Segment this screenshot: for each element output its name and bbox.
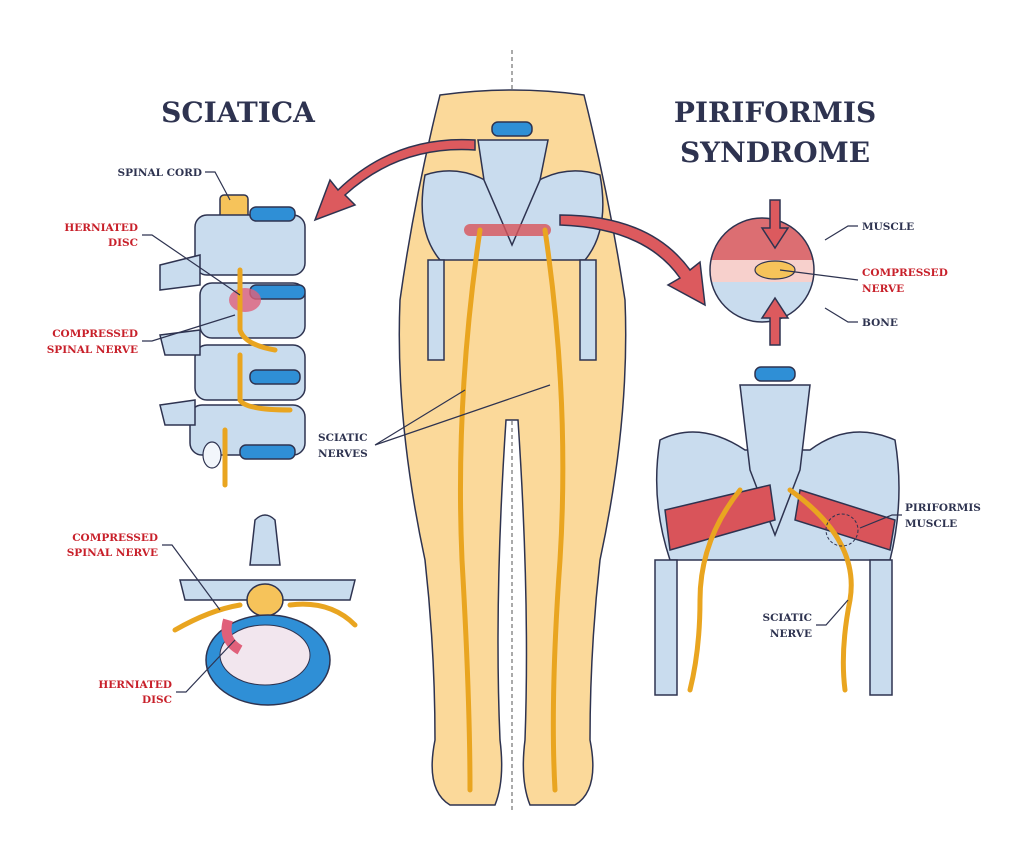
right-sciatic-nerve: [542, 227, 566, 793]
vertebra-top-view: [172, 514, 358, 706]
label-sciatic-nerves-a: SCIATIC: [318, 432, 368, 444]
label-piriformis-muscle-b: MUSCLE: [905, 518, 957, 530]
label-compressed-nerve-a: COMPRESSED: [862, 267, 948, 279]
lumbar-disc: [491, 121, 533, 137]
label-herniated-disc-1b: DISC: [108, 237, 138, 249]
left-sciatic-nerve: [457, 227, 483, 793]
sciatica-title: SCIATICA: [161, 96, 316, 129]
left-femur: [427, 259, 445, 361]
piriformis-title-line2: SYNDROME: [680, 136, 870, 169]
label-piriformis-muscle-a: PIRIFORMIS: [905, 502, 981, 514]
label-compressed-nerve-2b: SPINAL NERVE: [67, 547, 158, 559]
arrow-to-sciatica: [313, 138, 476, 222]
label-spinal-cord: SPINAL CORD: [117, 167, 202, 179]
arrow-to-piriformis: [559, 214, 706, 307]
label-compressed-nerve-1a: COMPRESSED: [52, 328, 138, 340]
label-herniated-disc-2b: DISC: [142, 694, 172, 706]
label-compressed-nerve-b: NERVE: [862, 283, 904, 295]
sacrum: [477, 139, 549, 247]
pelvis-piriformis-view: [654, 366, 900, 696]
lower-body-illustration: [398, 89, 627, 806]
piriformis-title-line1: PIRIFORMIS: [674, 96, 876, 129]
compressed-nerve: [754, 260, 796, 280]
down-arrow: [760, 199, 790, 250]
label-compressed-nerve-1b: SPINAL NERVE: [47, 344, 138, 356]
label-compressed-nerve-2a: COMPRESSED: [72, 532, 158, 544]
label-herniated-disc-2a: HERNIATED: [98, 679, 172, 691]
label-muscle: MUSCLE: [862, 221, 914, 233]
spine-side-view: [159, 194, 306, 488]
sciatic-nerve-pelvis: [787, 487, 854, 693]
label-sciatic-nerve-a: SCIATIC: [762, 612, 812, 624]
up-arrow: [760, 296, 790, 346]
label-sciatic-nerve-b: NERVE: [770, 628, 812, 640]
herniated-disc-side: [229, 288, 261, 312]
right-piriformis: [794, 489, 896, 551]
label-herniated-disc-1a: HERNIATED: [64, 222, 138, 234]
right-femur: [579, 259, 597, 361]
label-bone: BONE: [862, 317, 898, 329]
label-sciatic-nerves-b: NERVES: [318, 448, 368, 460]
